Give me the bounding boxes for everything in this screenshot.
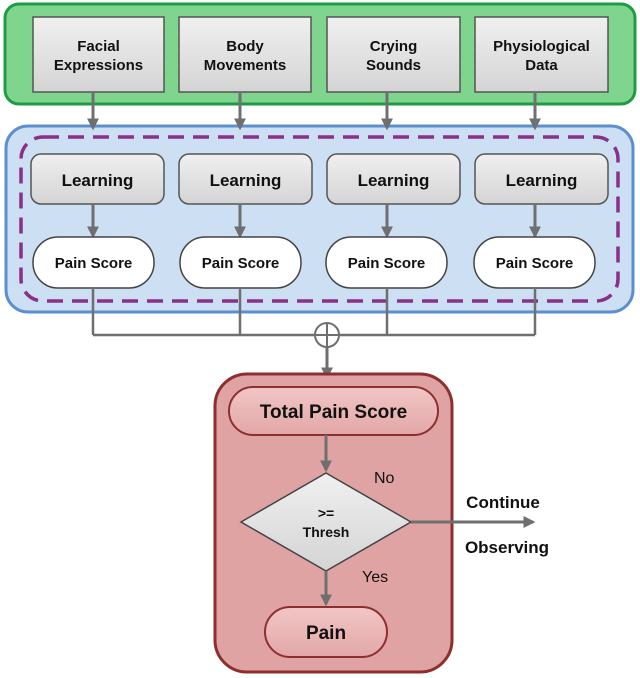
input-label-line2: Sounds (366, 57, 421, 74)
learning-label: Learning (506, 171, 578, 190)
pain-score-label: Pain Score (496, 255, 574, 272)
input-label-line1: Crying (370, 38, 418, 55)
input-label-line1: Facial (77, 38, 120, 55)
learning-box-4: Learning (474, 153, 609, 205)
pain-score-1: Pain Score (32, 236, 155, 289)
input-box-crying-sounds: Crying Sounds (326, 16, 461, 93)
learning-box-3: Learning (326, 153, 461, 205)
input-label-line1: Physiological (493, 38, 590, 55)
learning-box-1: Learning (30, 153, 165, 205)
threshold-diamond: >= Thresh (239, 472, 413, 572)
input-box-body-movements: Body Movements (178, 16, 312, 93)
learning-dashed-boundary (19, 135, 620, 303)
threshold-label: Thresh (303, 524, 350, 540)
input-label-line2: Data (525, 57, 558, 74)
pain-score-label: Pain Score (55, 255, 133, 272)
no-label: No (374, 470, 395, 487)
pain-outcome: Pain (264, 606, 388, 658)
yes-label: Yes (362, 569, 388, 586)
pain-outcome-label: Pain (306, 623, 346, 644)
learning-label: Learning (210, 171, 282, 190)
learning-label: Learning (358, 171, 430, 190)
continue-observing-line2: Observing (465, 538, 549, 557)
threshold-operator: >= (318, 505, 334, 521)
input-label-line1: Body (226, 38, 264, 55)
input-label-line2: Expressions (54, 57, 143, 74)
pain-score-3: Pain Score (325, 236, 448, 289)
sum-junction-icon (314, 322, 340, 348)
pain-score-label: Pain Score (348, 255, 426, 272)
learning-label: Learning (62, 171, 134, 190)
pain-score-4: Pain Score (473, 236, 596, 289)
total-pain-score: Total Pain Score (228, 386, 439, 436)
input-label-line2: Movements (204, 57, 287, 74)
input-box-facial-expressions: Facial Expressions (32, 16, 165, 93)
input-box-physiological-data: Physiological Data (474, 16, 609, 93)
total-pain-score-label: Total Pain Score (260, 402, 407, 423)
continue-observing-line1: Continue (466, 493, 540, 512)
input-arrows (87, 92, 541, 131)
learning-box-2: Learning (178, 153, 313, 205)
pain-score-label: Pain Score (202, 255, 280, 272)
learning-arrows (87, 204, 541, 239)
pain-score-2: Pain Score (179, 236, 302, 289)
